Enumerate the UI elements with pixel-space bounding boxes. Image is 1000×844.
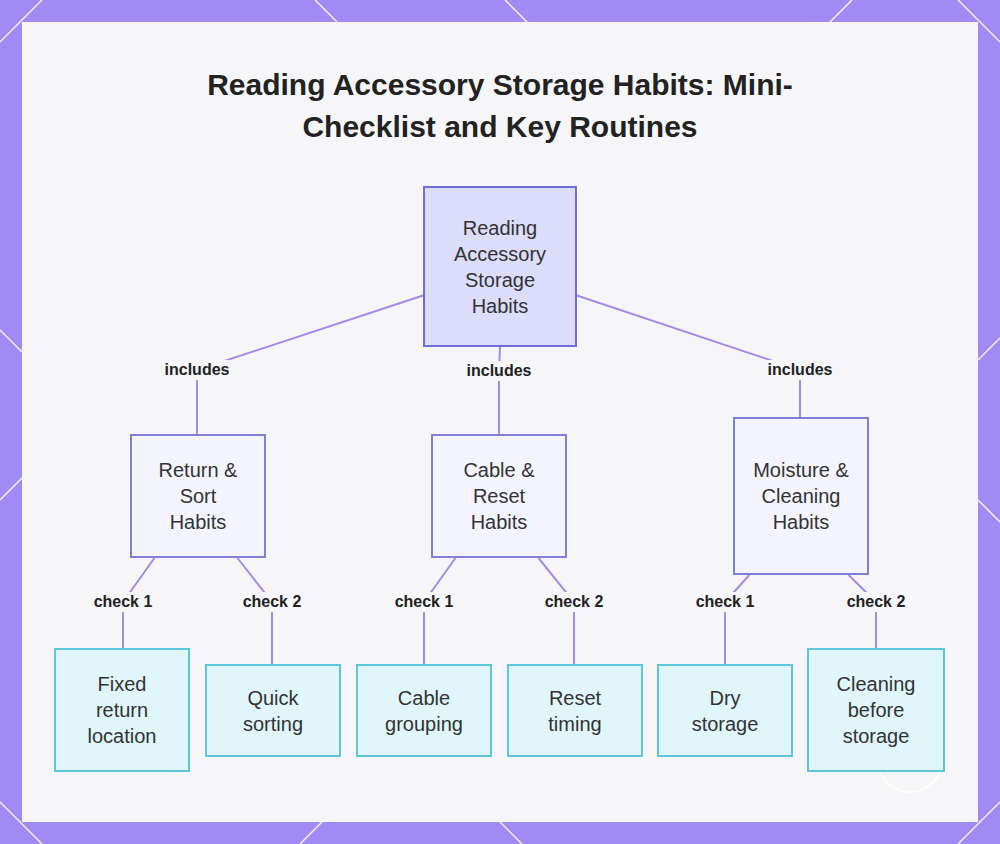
node-text: Reading Accessory Storage Habits bbox=[437, 215, 563, 319]
diagram-title: Reading Accessory Storage Habits: Mini-C… bbox=[190, 64, 810, 148]
checklist-box: Reset timing bbox=[507, 664, 643, 757]
edge-label: check 2 bbox=[542, 592, 607, 612]
checklist-box: Quick sorting bbox=[205, 664, 341, 757]
edge-label: check 2 bbox=[844, 592, 909, 612]
node-text: Return & Sort Habits bbox=[150, 457, 246, 535]
connector bbox=[577, 295, 800, 417]
edge-label: check 1 bbox=[693, 592, 758, 612]
edge-label: includes bbox=[464, 361, 535, 381]
category-box: Moisture & Cleaning Habits bbox=[733, 417, 869, 575]
node-text: Fixed return location bbox=[76, 671, 168, 749]
checklist-box: Dry storage bbox=[657, 664, 793, 757]
category-box: Return & Sort Habits bbox=[130, 434, 266, 558]
connector bbox=[725, 575, 749, 664]
edge-label: check 1 bbox=[392, 592, 457, 612]
checklist-box: Fixed return location bbox=[54, 648, 190, 772]
edge-label: includes bbox=[162, 360, 233, 380]
node-text: Moisture & Cleaning Habits bbox=[753, 457, 849, 535]
checklist-box: Cable grouping bbox=[356, 664, 492, 757]
node-text: Reset timing bbox=[529, 685, 621, 737]
node-text: Dry storage bbox=[679, 685, 771, 737]
edge-label: includes bbox=[765, 360, 836, 380]
edge-label: check 1 bbox=[91, 592, 156, 612]
checklist-box: Cleaning before storage bbox=[807, 648, 945, 772]
root-box: Reading Accessory Storage Habits bbox=[423, 186, 577, 347]
category-box: Cable & Reset Habits bbox=[431, 434, 567, 558]
node-text: Cleaning before storage bbox=[829, 671, 923, 749]
node-text: Quick sorting bbox=[227, 685, 319, 737]
edge-label: check 2 bbox=[240, 592, 305, 612]
node-text: Cable grouping bbox=[378, 685, 470, 737]
node-text: Cable & Reset Habits bbox=[451, 457, 547, 535]
